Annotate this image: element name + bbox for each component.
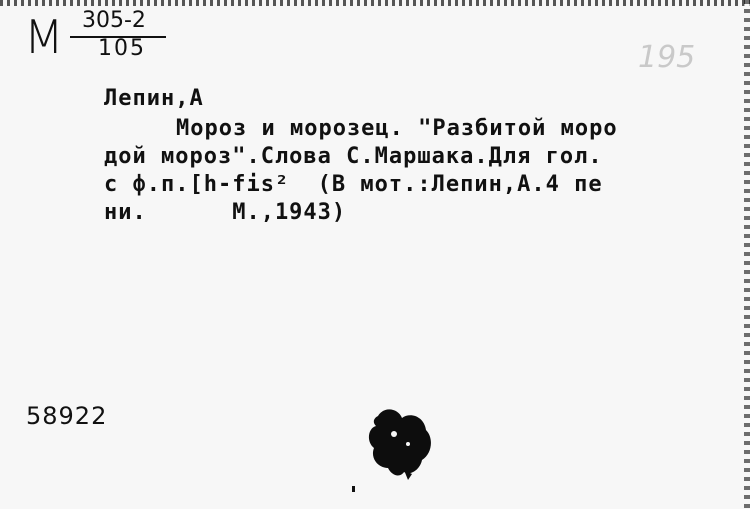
pencil-mark: 195 bbox=[638, 40, 696, 75]
author-line: Лепин,А bbox=[104, 86, 204, 111]
ink-blot-stamp bbox=[368, 409, 431, 480]
card-top-edge bbox=[0, 0, 750, 6]
inventory-number: 58922 bbox=[26, 402, 108, 430]
description-line-1: Мороз и морозец. "Разбитой моро bbox=[176, 116, 618, 141]
description-line-4: ни. М.,1943) bbox=[104, 200, 347, 225]
card-hole-mark bbox=[352, 486, 355, 492]
description-line-2: дой мороз".Слова С.Маршака.Для гол. bbox=[104, 144, 603, 169]
shelf-fraction-line bbox=[70, 36, 166, 38]
shelf-letter: M bbox=[24, 10, 64, 64]
shelf-denominator: 105 bbox=[98, 36, 146, 61]
description-line-3: с ф.п.[h-fis² (В мот.:Лепин,А.4 пе bbox=[104, 172, 603, 197]
shelf-number: 305-2 bbox=[82, 8, 146, 33]
card-right-edge bbox=[744, 0, 750, 509]
